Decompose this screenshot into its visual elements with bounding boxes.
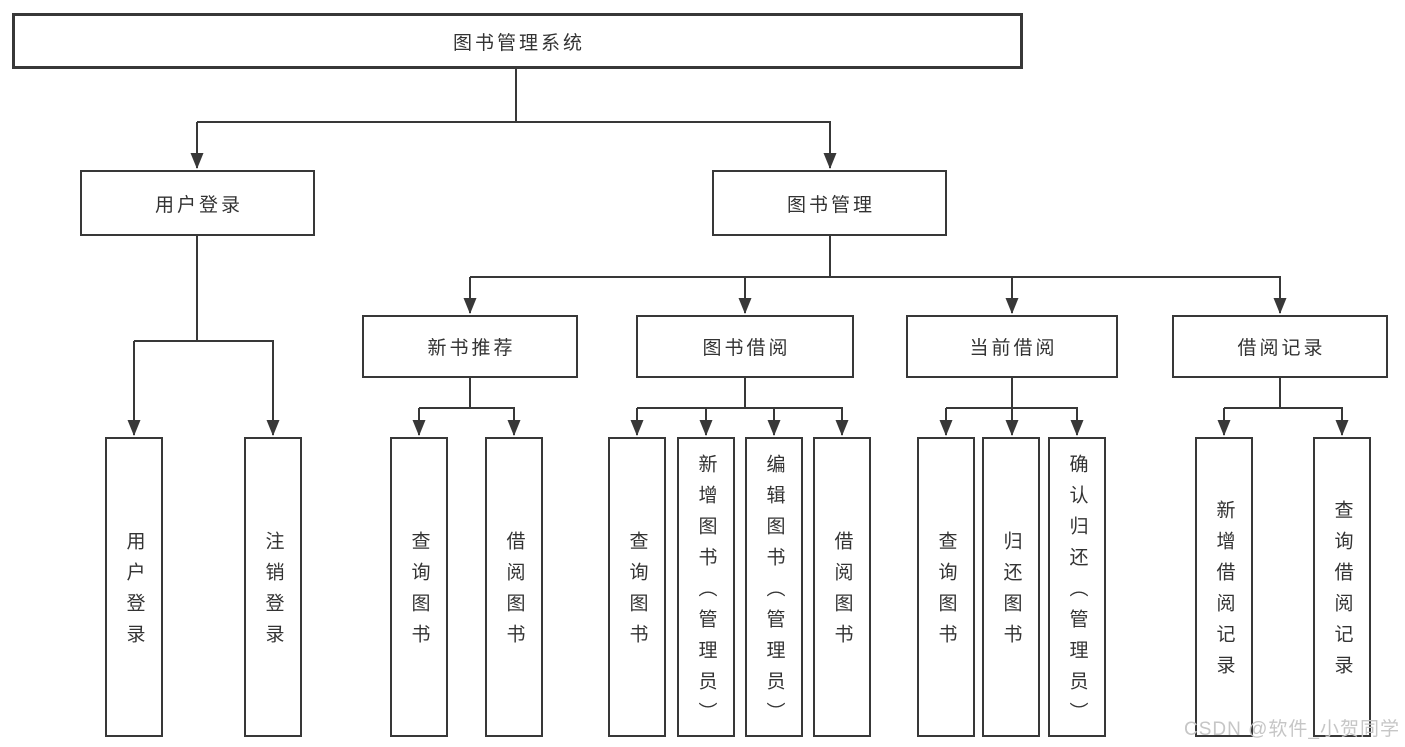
leaf-label: 归还图书 (1000, 531, 1022, 655)
leaf-label: 用户登录 (123, 531, 145, 655)
leaf-label: 新增图书（管理员） (695, 453, 717, 733)
leaf-label: 借阅图书 (831, 531, 853, 655)
leaf-label: 编辑图书（管理员） (763, 453, 785, 733)
leaf-label: 注销登录 (262, 531, 284, 655)
leaf-current-confirm-return-admin: 确认归还（管理员） (1048, 437, 1106, 737)
node-label: 新书推荐 (427, 338, 516, 359)
node-library-management-system: 图书管理系统 (12, 13, 1023, 69)
leaf-label: 查询图书 (626, 531, 648, 655)
leaf-label: 查询借阅记录 (1331, 500, 1353, 686)
node-label: 图书借阅 (702, 338, 791, 359)
leaf-borrow-borrow-books: 借阅图书 (813, 437, 871, 737)
leaf-borrow-query-books: 查询图书 (608, 437, 666, 737)
node-label: 图书管理 (786, 194, 875, 216)
leaf-label: 查询图书 (935, 531, 957, 655)
leaf-label: 借阅图书 (503, 531, 525, 655)
node-borrowing-records: 借阅记录 (1172, 315, 1388, 378)
node-book-management: 图书管理 (712, 170, 947, 236)
leaf-current-query-books: 查询图书 (917, 437, 975, 737)
leaf-newbook-borrow-books: 借阅图书 (485, 437, 543, 737)
node-current-borrowing: 当前借阅 (906, 315, 1118, 378)
node-label: 图书管理系统 (452, 32, 585, 54)
leaf-borrow-edit-books-admin: 编辑图书（管理员） (745, 437, 803, 737)
node-label: 借阅记录 (1237, 338, 1326, 359)
node-new-book-recommendation: 新书推荐 (362, 315, 578, 378)
leaf-logout-login: 注销登录 (244, 437, 302, 737)
csdn-watermark: CSDN @软件_小贺同学 (1184, 719, 1400, 740)
leaf-newbook-query-books: 查询图书 (390, 437, 448, 737)
leaf-label: 查询图书 (408, 531, 430, 655)
leaf-label: 确认归还（管理员） (1066, 453, 1088, 733)
leaf-records-add-borrow-record: 新增借阅记录 (1195, 437, 1253, 737)
leaf-records-query-borrow-record: 查询借阅记录 (1313, 437, 1371, 737)
leaf-borrow-add-books-admin: 新增图书（管理员） (677, 437, 735, 737)
node-book-borrowing: 图书借阅 (636, 315, 854, 378)
leaf-current-return-books: 归还图书 (982, 437, 1040, 737)
node-label: 用户登录 (154, 194, 243, 216)
leaf-label: 新增借阅记录 (1213, 500, 1235, 686)
node-user-login: 用户登录 (80, 170, 315, 236)
leaf-user-login: 用户登录 (105, 437, 163, 737)
node-label: 当前借阅 (969, 338, 1058, 359)
